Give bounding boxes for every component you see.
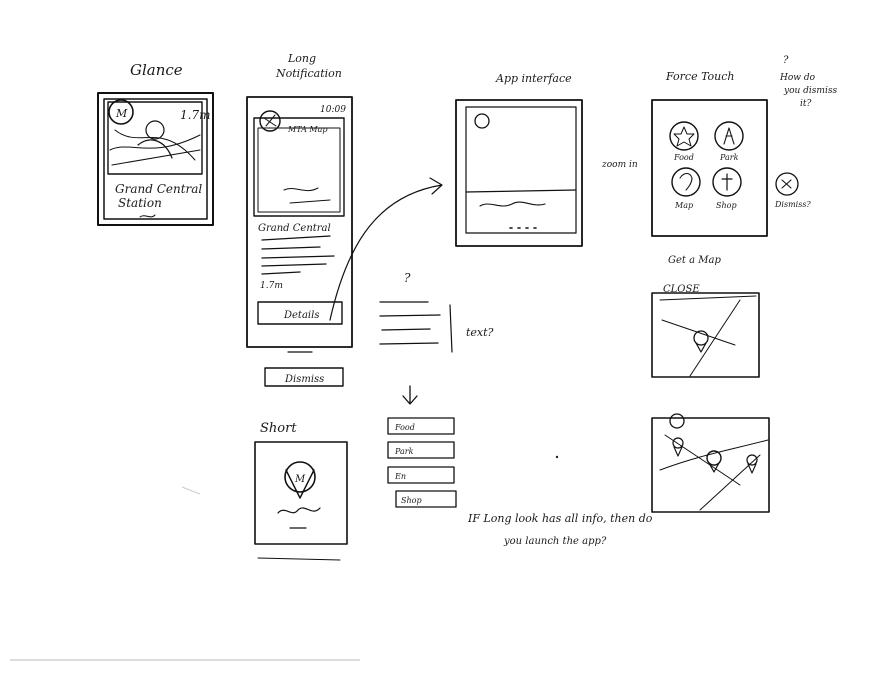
- side-note-line3: it?: [800, 99, 811, 109]
- flow-arrow: [329, 177, 443, 321]
- list-item[interactable]: [395, 490, 457, 508]
- map-app-icon: [669, 413, 685, 429]
- list-item-park: Park: [394, 447, 414, 456]
- details-button[interactable]: [257, 301, 343, 325]
- app-interface-watch-frame: [455, 99, 583, 247]
- force-touch-item-park: Park: [719, 153, 739, 162]
- list-item-shop: Shop: [401, 496, 422, 505]
- long-notification-card: [253, 110, 345, 217]
- stray-dot: [555, 455, 559, 459]
- map-pin-icon: [706, 450, 722, 473]
- long-notification-title-line2: Notification: [275, 67, 342, 80]
- dismiss-button-label: Dismiss: [284, 374, 324, 385]
- app-interface-bottom-bar: [465, 189, 577, 193]
- text-box-question: ?: [404, 271, 411, 285]
- long-notification-title-line1: Long: [287, 52, 316, 65]
- list-item[interactable]: [387, 466, 455, 484]
- zoom-note: zoom in: [601, 160, 638, 170]
- short-look-app-icon: M: [284, 461, 316, 499]
- list-item[interactable]: [387, 417, 455, 435]
- long-notification-scribble: [283, 187, 331, 204]
- list-item-en: En: [394, 472, 406, 481]
- glance-watch-frame: [97, 92, 214, 226]
- glance-title: Glance: [130, 61, 183, 79]
- close-label: CLOSE: [663, 284, 700, 295]
- svg-text:M: M: [294, 474, 306, 485]
- down-arrow-icon: [402, 385, 418, 405]
- map-roads: [659, 295, 757, 377]
- force-touch-item-shop: Shop: [716, 201, 737, 210]
- long-notification-station: Grand Central: [258, 223, 331, 234]
- short-look-title: Short: [260, 421, 297, 436]
- app-interface-app-icon: [474, 113, 490, 129]
- glance-station-line1: Grand Central: [115, 182, 202, 196]
- footer-note-line1: IF Long look has all info, then do: [467, 512, 653, 525]
- get-directions-title: Get a Map: [668, 255, 721, 266]
- short-look-watch-frame: [254, 441, 348, 545]
- glance-app-icon: M: [108, 99, 134, 125]
- close-icon-mark: [781, 179, 792, 189]
- list-item[interactable]: [387, 441, 455, 459]
- side-note-line1: How do: [779, 73, 816, 83]
- food-icon[interactable]: [669, 121, 699, 151]
- divider: [449, 304, 453, 353]
- long-notification-time: 10:09: [320, 105, 346, 115]
- map-screen-2: [651, 417, 770, 513]
- force-touch-dismiss-note: Dismiss?: [774, 200, 811, 209]
- glance-station-line2: Station: [118, 196, 162, 210]
- map-screen-1: [651, 292, 760, 378]
- long-notification-watch-frame: [246, 96, 353, 348]
- app-interface-scribble: [479, 201, 546, 207]
- dismiss-button[interactable]: [264, 367, 344, 387]
- text-box-lines: [379, 301, 441, 345]
- side-note-line2: you dismiss: [783, 86, 837, 96]
- force-touch-watch-frame: [651, 99, 768, 237]
- footer-note-line2: you launch the app?: [503, 536, 607, 547]
- svg-text:M: M: [115, 107, 128, 120]
- force-touch-title: Force Touch: [665, 70, 735, 83]
- side-note-question: ?: [783, 55, 789, 66]
- app-interface-screen: [465, 106, 577, 234]
- text-box-label: text?: [466, 326, 494, 339]
- long-notification-app-name: MTA Map: [287, 125, 328, 134]
- close-icon[interactable]: [775, 172, 799, 196]
- force-touch-list: [387, 417, 457, 508]
- map-pin-icon: [746, 454, 758, 474]
- app-interface-title: App interface: [495, 72, 572, 85]
- force-touch-menu: [669, 121, 744, 197]
- short-look-app-name-scribble: [277, 507, 321, 529]
- glance-map: [107, 101, 203, 175]
- scan-mark: [181, 486, 201, 495]
- list-item-food: Food: [394, 423, 415, 432]
- divider: [257, 557, 341, 561]
- map-pin-icon: [693, 330, 709, 353]
- details-button-label: Details: [283, 310, 319, 321]
- map-pin-icon: [672, 437, 684, 457]
- force-touch-item-map: Map: [674, 201, 693, 210]
- long-notification-distance: 1.7m: [260, 281, 283, 291]
- shop-icon[interactable]: [712, 167, 742, 197]
- long-notification-text-lines: [261, 235, 335, 275]
- map-icon[interactable]: [671, 167, 701, 197]
- glance-distance: 1.7m: [180, 108, 210, 122]
- park-icon[interactable]: [714, 121, 744, 151]
- force-touch-item-food: Food: [673, 153, 694, 162]
